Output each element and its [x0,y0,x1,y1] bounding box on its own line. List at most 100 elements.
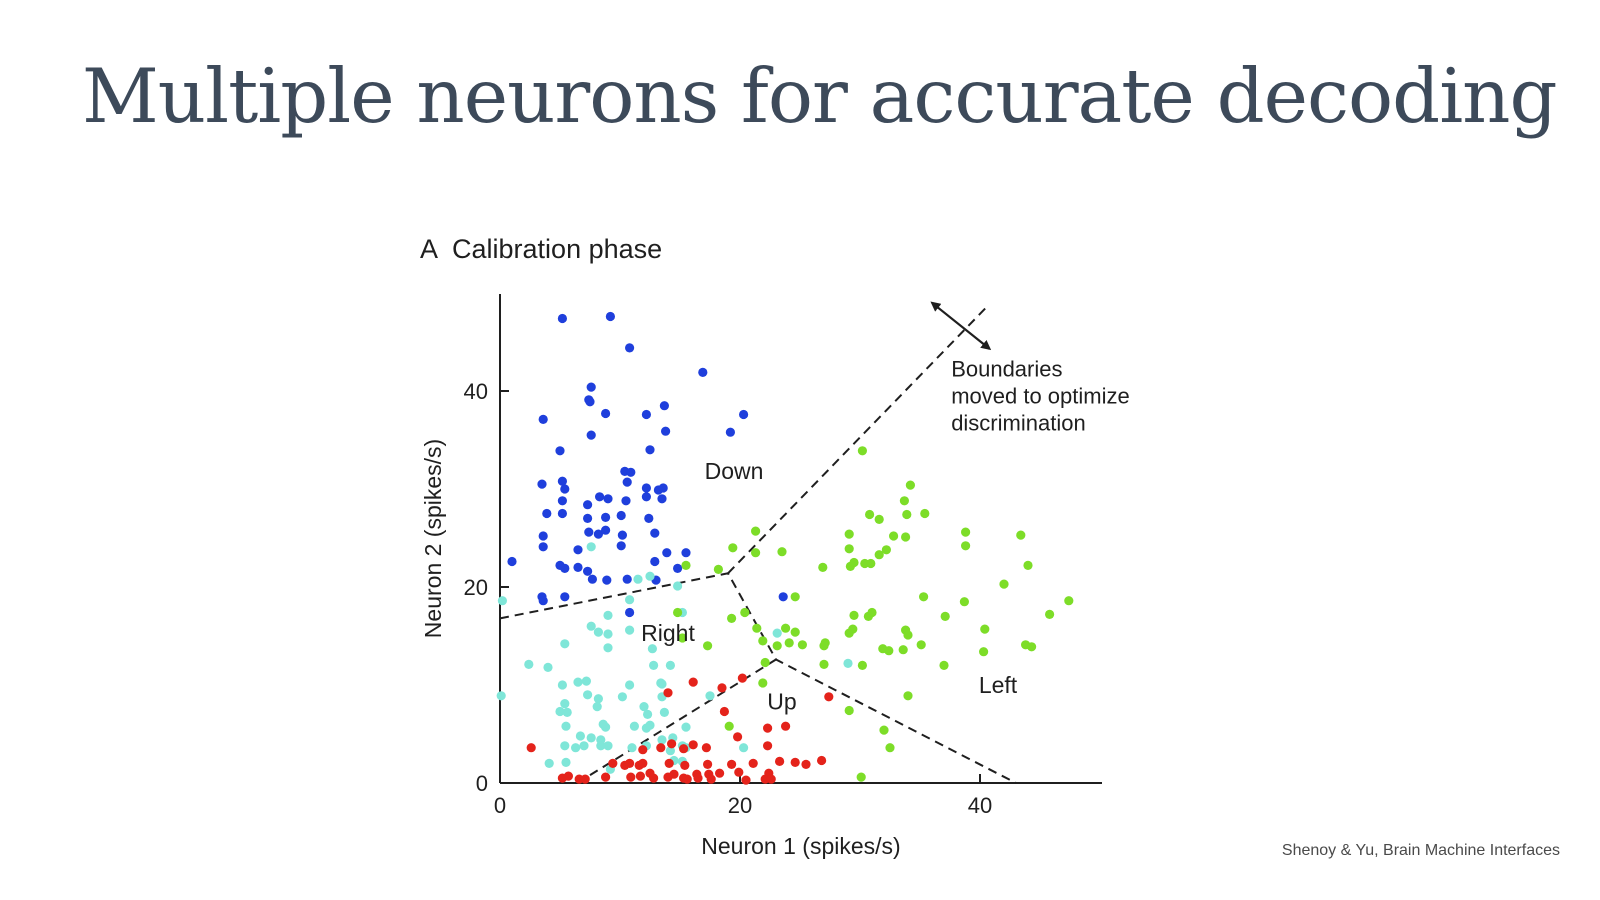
point-left [819,659,829,670]
point-left [1045,609,1055,620]
point-down [573,562,583,573]
point-down [641,483,652,493]
point-down [557,508,568,519]
point-right [739,743,749,753]
point-right [571,743,581,753]
point-down [555,560,565,571]
point-left [777,547,787,557]
point-down [622,477,632,487]
point-down [586,430,596,440]
point-up [763,723,773,733]
point-left [781,623,791,633]
point-down [644,513,654,524]
point-right [647,644,658,654]
point-right [581,676,592,686]
point-left [1016,530,1026,540]
point-right [625,625,635,635]
point-up [733,732,743,742]
point-left [885,743,895,753]
point-left [939,660,949,671]
point-down [650,556,660,567]
point-up [801,759,811,770]
point-left [713,564,724,575]
boundary-line [499,572,1017,784]
point-down [538,414,548,424]
point-down [641,492,652,502]
point-right [586,542,596,552]
point-left [820,638,830,648]
point-down [573,545,583,555]
point-left [751,548,761,558]
point-left [961,527,971,537]
y-axis-label: Neuron 2 (spikes/s) [420,439,446,638]
annotation-line: discrimination [951,410,1085,435]
point-down [661,426,671,436]
point-right [681,722,691,732]
point-left [889,531,899,541]
point-up [715,768,725,778]
point-up [679,744,689,754]
annotation-line: moved to optimize [951,383,1130,408]
point-down [557,313,568,324]
point-left [903,691,913,701]
point-down [601,408,611,419]
point-left [790,627,800,637]
point-left [874,550,884,560]
point-right [665,660,676,671]
point-down [616,541,626,551]
point-right [645,720,655,730]
point-right [659,707,670,718]
point-up [638,745,648,755]
point-up [693,773,703,783]
annotation-line: Boundaries [951,356,1062,381]
point-left [899,496,910,506]
point-up [706,774,716,784]
region-label-left: Left [979,672,1018,698]
point-left [901,532,911,542]
point-right [579,741,589,751]
point-right [601,722,611,732]
point-left [760,657,770,668]
point-right [583,690,593,700]
point-down [681,548,691,558]
point-right [562,707,572,718]
point-down [698,367,708,377]
point-up [664,758,674,769]
point-down [538,596,548,606]
point-down [586,382,596,392]
point-up [817,755,827,766]
point-right [603,643,613,653]
point-down [585,397,595,407]
point-left [772,641,782,651]
point-up [719,706,730,717]
point-right [557,680,568,690]
point-down [622,574,632,584]
point-down [538,531,548,541]
point-right [603,610,613,621]
point-down [778,592,788,602]
point-down [595,492,605,502]
point-up [701,743,712,753]
point-up [766,774,776,784]
region-label-right: Right [641,620,695,646]
y-tick-label: 40 [464,379,488,404]
point-left [673,607,683,618]
point-right [586,733,596,743]
point-left [959,597,970,607]
point-left [784,638,794,648]
point-right [843,658,853,669]
region-label-down: Down [705,458,764,484]
point-right [639,702,649,712]
point-left [898,645,908,655]
point-left [902,509,912,520]
point-left [905,480,916,490]
point-right [603,629,613,639]
point-down [725,427,736,437]
point-right [603,741,613,751]
point-up [737,673,748,683]
panel-letter: A [420,234,439,264]
point-right [627,743,637,753]
point-left [916,640,926,650]
point-right [555,706,565,717]
point-down [605,311,616,322]
